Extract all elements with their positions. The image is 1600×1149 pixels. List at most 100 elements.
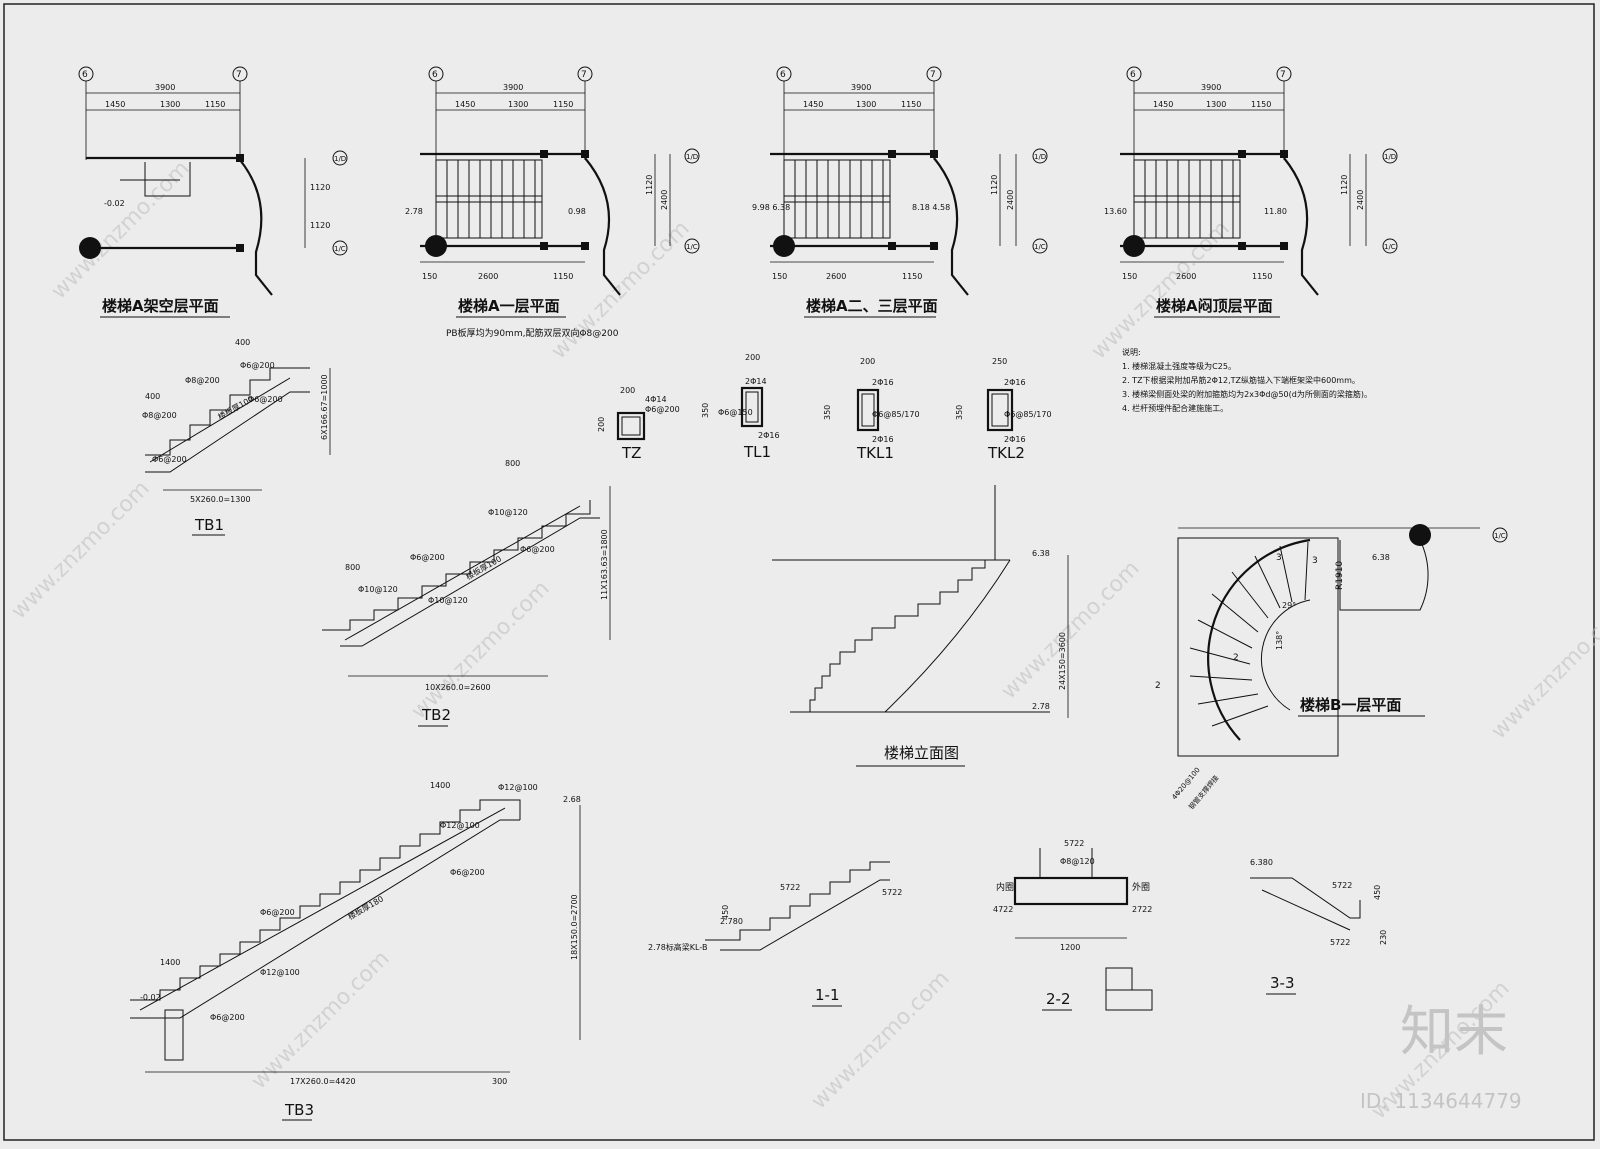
svg-text:Φ6@200: Φ6@200 (410, 553, 445, 562)
svg-text:2: 2 (1155, 681, 1161, 691)
svg-text:2722: 2722 (1132, 905, 1152, 914)
svg-text:200: 200 (620, 386, 635, 395)
svg-text:6X166.67=1000: 6X166.67=1000 (320, 374, 329, 440)
svg-text:800: 800 (505, 459, 520, 468)
cut-label: 1-1 (815, 986, 840, 1004)
svg-text:Φ10@120: Φ10@120 (428, 596, 468, 605)
svg-text:1. 楼梯混凝土强度等级为C25。: 1. 楼梯混凝土强度等级为C25。 (1122, 361, 1236, 371)
svg-text:Φ6@200: Φ6@200 (645, 405, 680, 414)
plan-b-title: 楼梯B一层平面 (1300, 696, 1401, 714)
svg-text:1150: 1150 (205, 100, 225, 109)
svg-text:1300: 1300 (160, 100, 180, 109)
watermark-brand: 知末 (1400, 1000, 1508, 1063)
svg-text:1/C: 1/C (334, 245, 346, 253)
stair-elevation: 24X150=3600 6.38 2.78 楼梯立面图 (772, 485, 1069, 767)
svg-text:-0.02: -0.02 (140, 993, 161, 1002)
svg-text:Φ6@200: Φ6@200 (152, 455, 187, 464)
svg-text:250: 250 (992, 357, 1007, 366)
svg-text:138°: 138° (1275, 631, 1284, 650)
svg-text:-0.02: -0.02 (104, 199, 125, 208)
svg-text:2Φ16: 2Φ16 (1004, 435, 1026, 444)
svg-text:150: 150 (772, 272, 787, 281)
svg-text:Φ6@200: Φ6@200 (520, 545, 555, 554)
svg-text:外圈: 外圈 (1132, 881, 1150, 893)
cut-1-1: 2.78标高梁KL-B 2.780 5722 5722 450 1-1 (648, 861, 902, 1007)
svg-text:400: 400 (145, 392, 160, 401)
svg-text:24X150=3600: 24X150=3600 (1058, 632, 1067, 690)
svg-text:800: 800 (345, 563, 360, 572)
cut-2-2: 5722 Φ8@120 内圈 外圈 4722 2722 1200 2-2 (993, 839, 1153, 1011)
svg-text:2: 2 (1233, 653, 1239, 663)
svg-text:5722: 5722 (780, 883, 800, 892)
svg-text:Φ6@200: Φ6@200 (248, 395, 283, 404)
svg-text:Φ12@100: Φ12@100 (260, 968, 300, 977)
stair-treads (446, 160, 536, 238)
svg-text:18X150.0=2700: 18X150.0=2700 (570, 894, 579, 960)
svg-text:3. 楼梯梁侧面处梁的附加箍筋均为2x3Φd@50(d为所侧: 3. 楼梯梁侧面处梁的附加箍筋均为2x3Φd@50(d为所侧面的梁箍筋)。 (1122, 389, 1372, 399)
svg-text:1150: 1150 (902, 272, 922, 281)
svg-text:1/D: 1/D (334, 155, 346, 163)
svg-text:Φ10@120: Φ10@120 (488, 508, 528, 517)
svg-text:1120: 1120 (310, 183, 330, 192)
svg-text:Φ8@200: Φ8@200 (185, 376, 220, 385)
svg-text:200: 200 (860, 357, 875, 366)
svg-text:1300: 1300 (856, 100, 876, 109)
flight-label: TB3 (284, 1101, 314, 1119)
svg-text:1/C: 1/C (1494, 532, 1506, 540)
plan-note: PB板厚均为90mm,配筋双层双向Φ8@200 (446, 327, 619, 339)
svg-text:R1910: R1910 (1335, 561, 1345, 590)
svg-text:2.78标高梁KL-B: 2.78标高梁KL-B (648, 942, 707, 952)
svg-text:2. TZ下根据梁附加吊筋2Φ12,TZ纵筋锚入下端框架梁中: 2. TZ下根据梁附加吊筋2Φ12,TZ纵筋锚入下端框架梁中600mm。 (1122, 375, 1360, 385)
svg-text:3900: 3900 (1201, 83, 1221, 92)
svg-text:2Φ16: 2Φ16 (1004, 378, 1026, 387)
svg-text:1300: 1300 (1206, 100, 1226, 109)
cut-label: 2-2 (1046, 990, 1071, 1008)
svg-text:Φ6@150: Φ6@150 (718, 408, 753, 417)
svg-text:1450: 1450 (105, 100, 125, 109)
plan-title: 楼梯A闷顶层平面 (1156, 297, 1273, 315)
svg-text:3900: 3900 (155, 83, 175, 92)
svg-text:150: 150 (1122, 272, 1137, 281)
svg-text:2600: 2600 (1176, 272, 1196, 281)
svg-text:3: 3 (1312, 556, 1318, 566)
svg-text:Φ6@200: Φ6@200 (260, 908, 295, 917)
svg-text:13.60: 13.60 (1104, 207, 1127, 216)
svg-text:Φ10@120: Φ10@120 (358, 585, 398, 594)
svg-text:5722: 5722 (1332, 881, 1352, 890)
section-label: TL1 (743, 443, 771, 461)
section-tkl2: 250 2Φ16 Φ6@85/170 2Φ16 350 TKL2 (955, 357, 1052, 462)
flight-label: TB2 (421, 706, 451, 724)
svg-text:5722: 5722 (1330, 938, 1350, 947)
svg-text:350: 350 (701, 403, 710, 418)
section-tkl1: 200 2Φ16 Φ6@85/170 2Φ16 350 TKL1 (823, 357, 920, 462)
svg-text:29°: 29° (1282, 601, 1296, 610)
cut-3-3: 6.380 5722 5722 230 450 3-3 (1250, 858, 1388, 995)
svg-text:Φ8@200: Φ8@200 (142, 411, 177, 420)
svg-text:1450: 1450 (1153, 100, 1173, 109)
svg-text:1150: 1150 (1251, 100, 1271, 109)
svg-text:2400: 2400 (1356, 190, 1365, 210)
plan-a-second-third: 6 7 3900 1450 1300 1150 9.98 6.38 8.18 4… (752, 66, 1048, 318)
svg-text:150: 150 (422, 272, 437, 281)
svg-text:6: 6 (780, 70, 786, 80)
section-label: TZ (621, 444, 641, 462)
plan-title: 楼梯A一层平面 (458, 297, 560, 315)
svg-text:5722: 5722 (1064, 839, 1084, 848)
plan-title: 楼梯A二、三层平面 (806, 297, 938, 315)
svg-text:6.380: 6.380 (1250, 858, 1273, 867)
svg-text:2Φ14: 2Φ14 (745, 377, 767, 386)
svg-text:6: 6 (432, 70, 438, 80)
svg-text:2.780: 2.780 (720, 917, 743, 926)
svg-text:说明:: 说明: (1122, 347, 1141, 357)
svg-text:Φ6@200: Φ6@200 (240, 361, 275, 370)
svg-text:5722: 5722 (882, 888, 902, 897)
general-notes: 说明: 1. 楼梯混凝土强度等级为C25。 2. TZ下根据梁附加吊筋2Φ12,… (1122, 347, 1372, 413)
svg-text:1450: 1450 (455, 100, 475, 109)
svg-text:10X260.0=2600: 10X260.0=2600 (425, 683, 491, 692)
svg-text:6: 6 (1130, 70, 1136, 80)
svg-text:4722: 4722 (993, 905, 1013, 914)
svg-text:1150: 1150 (553, 100, 573, 109)
svg-text:7: 7 (930, 70, 936, 80)
svg-text:350: 350 (955, 405, 964, 420)
